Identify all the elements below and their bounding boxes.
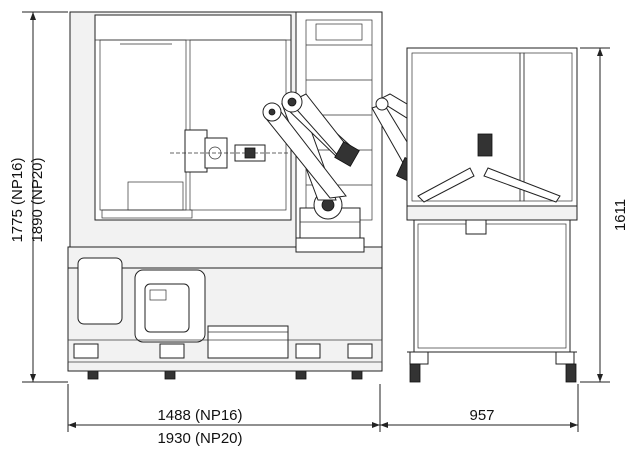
robot-cell-frame [406, 47, 578, 207]
height-np16-label: 1775 (NP16) [9, 157, 26, 242]
lathe-work-window [94, 14, 292, 221]
height-np20-label: 1890 (NP20) [29, 157, 46, 242]
lower-left-panel [77, 257, 123, 325]
width-np20-label: 1930 (NP20) [157, 430, 242, 447]
robot-cell-table [406, 205, 578, 221]
right-height-dimension: 1611 [580, 47, 629, 383]
chuck [170, 129, 290, 173]
robot-cell [406, 47, 578, 383]
width-np16-label: 1488 (NP16) [157, 407, 242, 424]
robot-cell-width-label: 957 [469, 407, 494, 424]
robot-cell-height-label: 1611 [612, 199, 629, 231]
left-height-dimension: 1775 (NP16) 1890 (NP20) [9, 11, 68, 383]
bottom-width-dimensions: 1488 (NP16) 1930 (NP20) 957 [67, 384, 579, 447]
